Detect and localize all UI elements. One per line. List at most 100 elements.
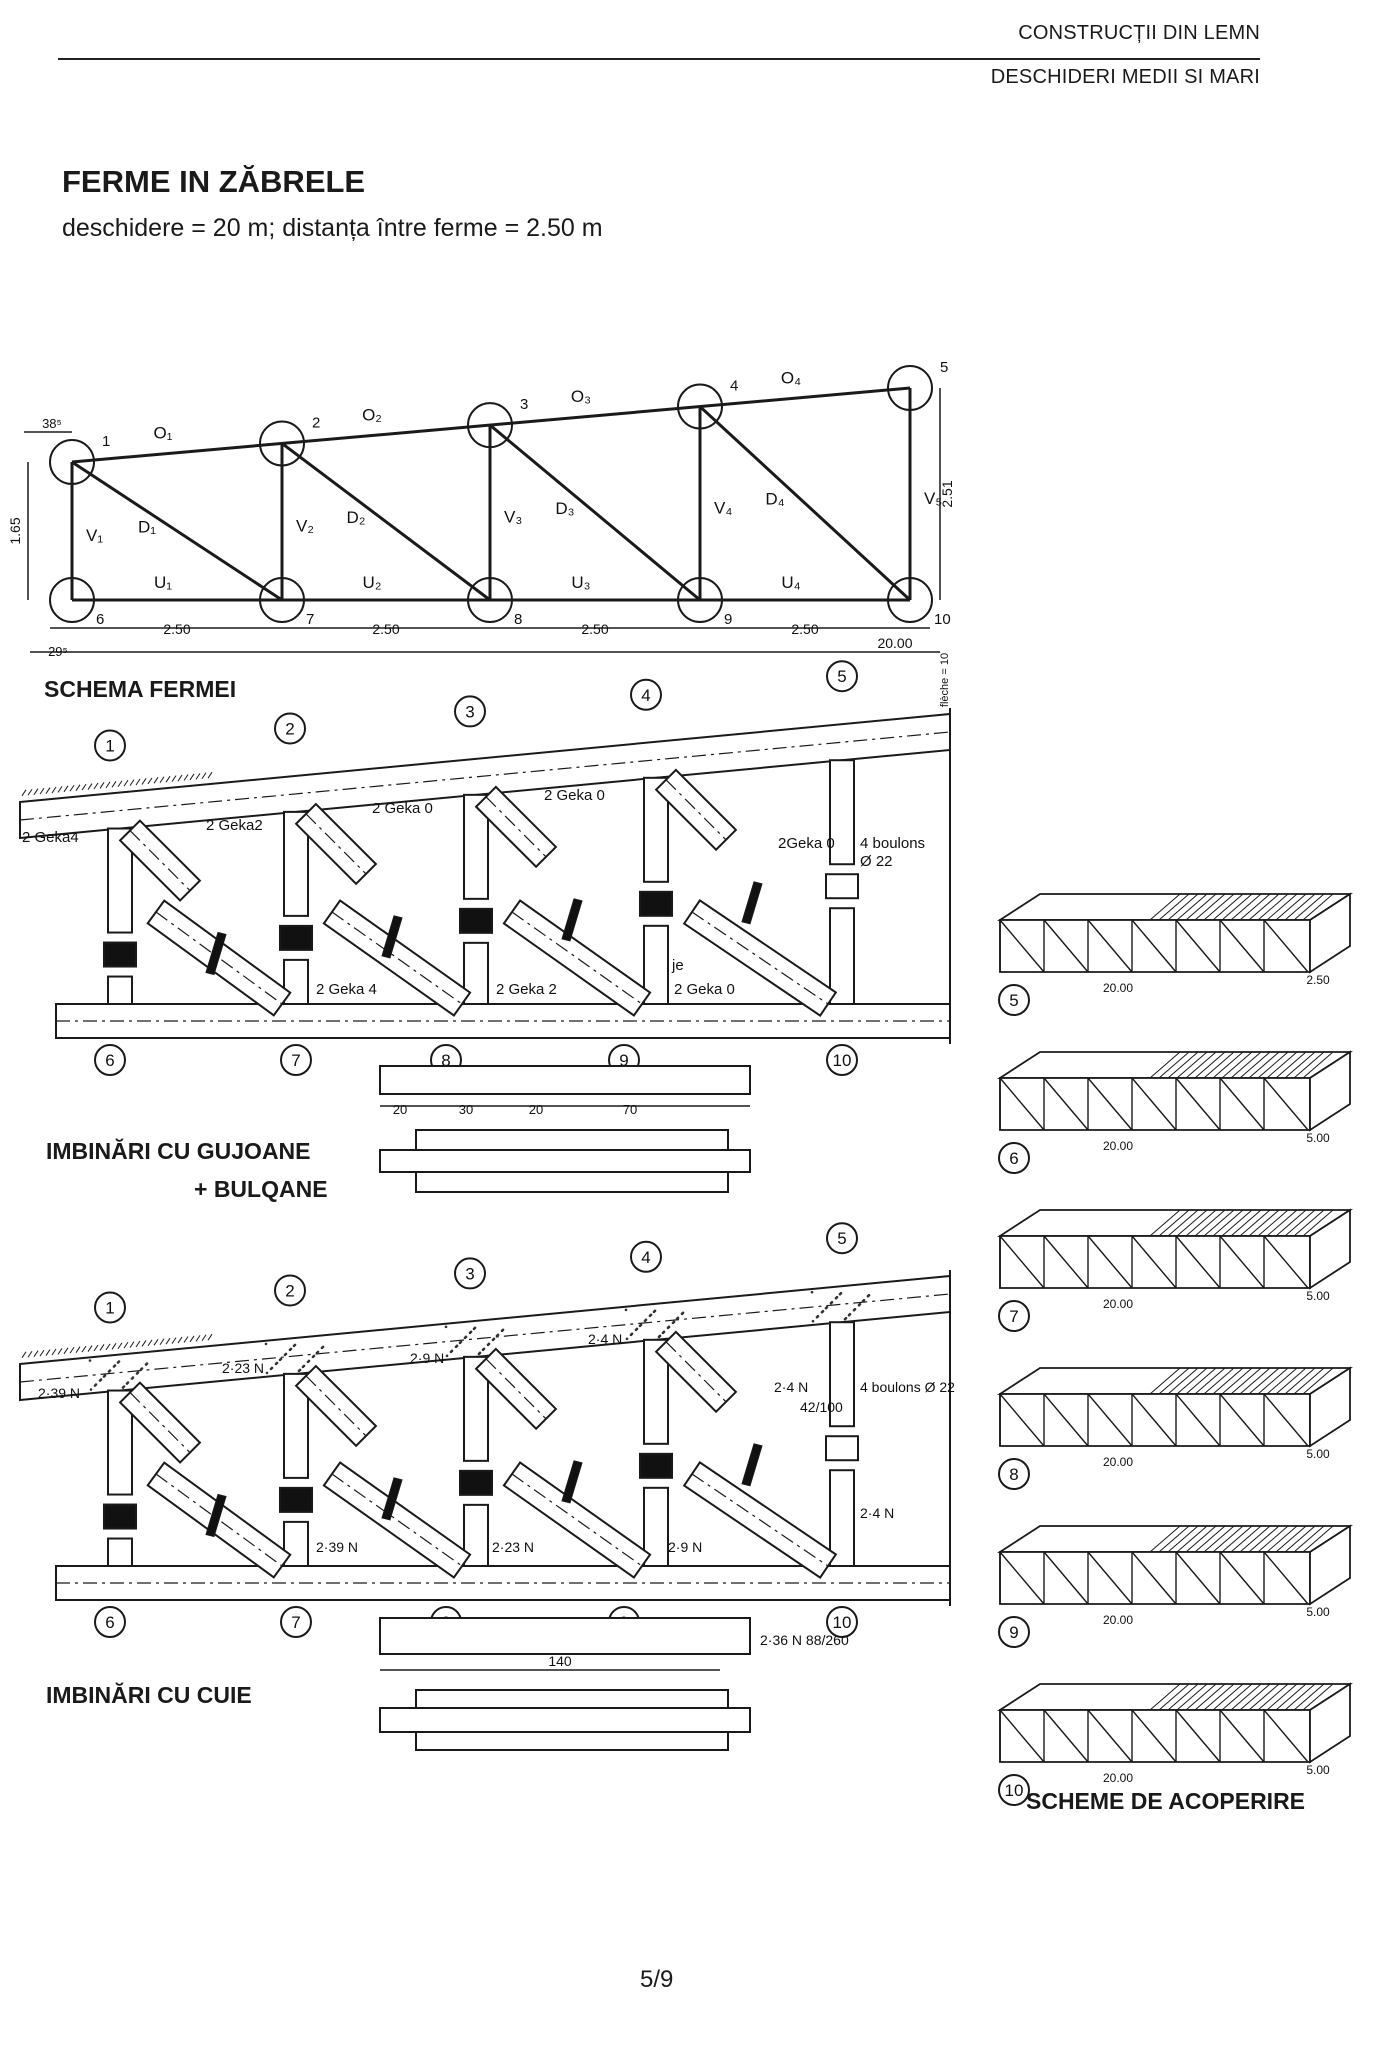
node-number-2-circle — [274, 1274, 306, 1307]
page-number: 5/9 — [640, 1966, 674, 1993]
connector-note-5: 2Geka 0 — [778, 835, 835, 852]
node-number-1-label: 1 — [105, 736, 114, 755]
roof-scheme-number-6-circle — [998, 1142, 1030, 1174]
page-title: FERME IN ZĂBRELE — [62, 164, 366, 199]
top-offset-dim: 38⁵ — [42, 416, 62, 431]
roof-hatch — [1302, 1209, 1334, 1237]
vertical-section-3 — [459, 1469, 493, 1496]
nail-note-11: 42/100 — [800, 1399, 843, 1415]
roof-hatch — [1185, 1209, 1217, 1237]
roof-hatch — [1293, 1525, 1325, 1553]
vertical-label-3: V₃ — [504, 508, 522, 527]
sheathing-hatch — [81, 783, 87, 791]
header-line1: CONSTRUCȚII DIN LEMN — [1018, 22, 1260, 44]
web-diagonal — [999, 1235, 1045, 1289]
roof-hatch — [1284, 1683, 1316, 1711]
nail-note-4: 2·4 N — [588, 1331, 622, 1347]
roof-hatch — [1176, 1209, 1208, 1237]
bottom-node-label-5: 10 — [934, 611, 951, 628]
node-number-2-label: 2 — [285, 719, 294, 738]
diagonal-upper-3 — [474, 1347, 558, 1431]
web-diagonal — [1263, 1709, 1309, 1763]
nail-note-12: 2·4 N — [860, 1505, 894, 1521]
bottom-node-label-2: 7 — [306, 611, 314, 628]
web-diagonal — [1219, 1235, 1265, 1289]
bottom-node-2 — [259, 577, 305, 623]
roof-hatch — [1212, 1683, 1244, 1711]
sheathing-hatch — [57, 786, 63, 793]
web-diagonal — [1087, 919, 1133, 973]
diagonal-section-1 — [205, 1493, 227, 1538]
nail-dot — [89, 1388, 93, 1391]
roof-hatch — [1293, 1683, 1325, 1711]
nail-note-8: 2·9 N — [668, 1539, 702, 1555]
vertical-upper-3 — [463, 1355, 489, 1462]
vertical-section-5 — [825, 1435, 859, 1462]
sheathing-hatch — [141, 778, 147, 785]
nail-dot — [455, 1344, 459, 1348]
sheathing-hatch — [195, 773, 201, 780]
sheathing-hatch — [123, 779, 129, 787]
nail-dot — [501, 1328, 505, 1332]
sheathing-hatch — [165, 775, 171, 783]
roof-hatch — [1275, 1051, 1307, 1079]
sheathing-hatch — [51, 1348, 57, 1356]
nail-dot — [444, 1325, 448, 1329]
roof-hatch — [1194, 1209, 1226, 1237]
roof-hatch — [1167, 1051, 1199, 1079]
sheathing-hatch — [117, 780, 123, 788]
sheathing-hatch — [87, 1345, 93, 1352]
nail-note-6: 2·39 N — [316, 1539, 358, 1555]
splice-plan-lower — [379, 1149, 751, 1173]
roof-hatch — [1212, 1051, 1244, 1079]
diagonal-upper-2 — [294, 1364, 378, 1448]
nail-dot — [825, 1305, 829, 1309]
sheathing-hatch — [171, 775, 177, 782]
top-chord-axis — [19, 1293, 951, 1383]
nail-dot — [635, 1327, 639, 1331]
diagonal-upper-2 — [294, 802, 378, 886]
roof-hatch — [1302, 1525, 1334, 1553]
sheathing-hatch — [207, 771, 213, 779]
node-number-1-label: 1 — [105, 1298, 114, 1317]
sheathing-hatch — [135, 778, 141, 786]
nail-dot — [482, 1347, 486, 1351]
roof-hatch — [1284, 1525, 1316, 1553]
nail-dot — [858, 1302, 862, 1306]
roof-spacing-5: 2.50 — [1306, 973, 1330, 987]
bottom-chord-label-4: U₄ — [781, 573, 800, 592]
roof-hatch — [1149, 893, 1181, 921]
roof-side-face — [1309, 892, 1351, 974]
roof-hatch — [1257, 893, 1289, 921]
nail-dot — [676, 1316, 680, 1320]
sheathing-hatch — [57, 1348, 63, 1355]
roof-scheme-number-5-label: 5 — [1009, 991, 1018, 1010]
roof-hatch — [1266, 1367, 1298, 1395]
vertical-lower-1 — [107, 1537, 133, 1567]
bottom-node-label-1: 6 — [96, 611, 104, 628]
nail-dot — [279, 1357, 283, 1361]
nail-note-9: 2·36 N 88/260 — [760, 1632, 849, 1648]
sheathing-hatch — [105, 781, 111, 789]
vertical-upper-5 — [829, 759, 855, 866]
sheathing-hatch — [117, 1342, 123, 1350]
roof-hatch — [1230, 1683, 1262, 1711]
web-diagonal — [1263, 1235, 1309, 1289]
detail2-label: IMBINĂRI CU CUIE — [46, 1682, 252, 1708]
roof-hatch — [1167, 1525, 1199, 1553]
nail-dot — [853, 1307, 857, 1311]
vertical-section-2 — [279, 924, 313, 951]
roof-hatch — [1293, 1209, 1325, 1237]
roof-hatch — [1275, 1209, 1307, 1237]
bottom-node-4 — [677, 577, 723, 623]
web-diagonal — [1219, 1709, 1265, 1763]
nail-dot — [473, 1326, 477, 1330]
roof-scheme-number-7-label: 7 — [1009, 1307, 1018, 1326]
roof-hatch — [1284, 1051, 1316, 1079]
roof-side-face — [1309, 1524, 1351, 1606]
web-diagonal — [1219, 1551, 1265, 1605]
roof-side-face — [1309, 1682, 1351, 1764]
top-node-label-1: 1 — [102, 433, 110, 450]
schema-label: SCHEMA FERMEI — [44, 676, 237, 702]
nail-dot — [140, 1367, 144, 1370]
